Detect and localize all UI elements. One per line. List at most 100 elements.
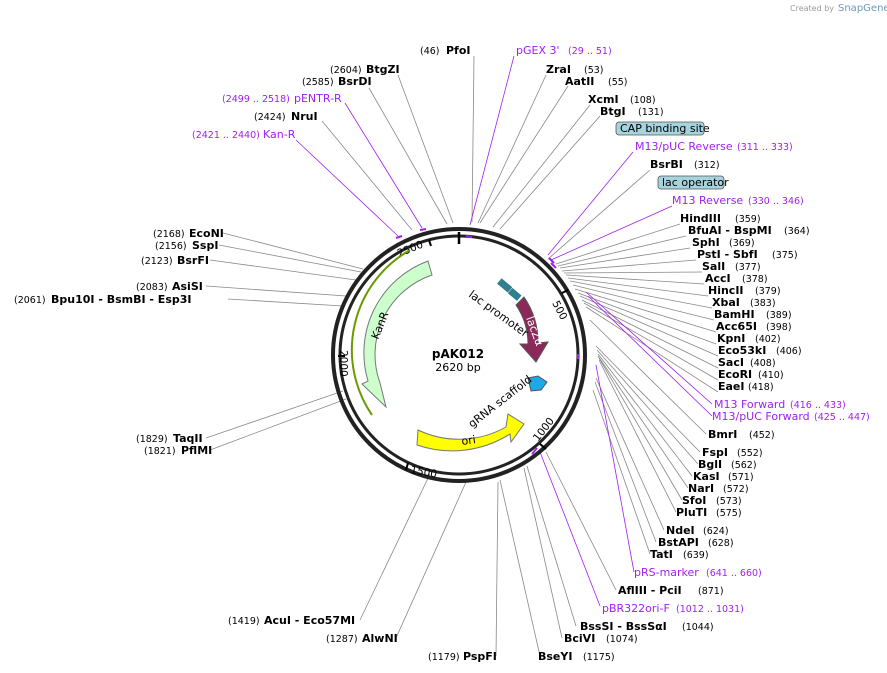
- mcs-1-name: BfuAI - BspMI: [688, 224, 772, 237]
- pbr322-range: (1012 .. 1031): [676, 604, 744, 615]
- btgi-name: BtgI: [600, 105, 626, 118]
- nrui-name: NruI: [291, 110, 318, 123]
- nari-name: NarI: [688, 482, 714, 495]
- nrui-num: (2424): [254, 112, 286, 123]
- alwni-name: AlwNI: [362, 632, 398, 645]
- afliii-name: AflIII - PciI: [618, 584, 682, 597]
- bpu10i-num: (2061): [14, 295, 46, 306]
- mcs-11-num: (406): [776, 346, 802, 357]
- mcs-8-num: (389): [766, 310, 792, 321]
- prs-marker-range: (641 .. 660): [706, 568, 762, 579]
- mcs-3-name: PstI - SbfI: [697, 248, 758, 261]
- zrai-num: (53): [584, 65, 604, 76]
- tick-1500: 1500: [409, 464, 437, 480]
- primer-leaders: [295, 55, 713, 607]
- nari-num: (572): [723, 484, 749, 495]
- alwni-num: (1287): [326, 634, 358, 645]
- mcs-14-name: EaeI: [718, 380, 745, 393]
- acui-name: AcuI - Eco57MI: [264, 614, 355, 627]
- backbone-outer: [331, 227, 587, 483]
- bsssi-name: BssSI - BssSαI: [580, 620, 667, 633]
- mcs-4-name: SalI: [702, 260, 725, 273]
- lac-operator-label: lac operator: [662, 176, 729, 189]
- bseyi-name: BseYI: [538, 650, 572, 663]
- tick-2000: 2000: [337, 350, 349, 377]
- mcs-13-num: (410): [758, 370, 784, 381]
- taqii-num: (1829): [136, 434, 168, 445]
- kanr-primer-range: (2421 .. 2440): [192, 130, 260, 141]
- sfoi-name: SfoI: [682, 494, 706, 507]
- sspi-name: SspI: [192, 239, 218, 252]
- pgex3-name: pGEX 3': [516, 44, 560, 57]
- mcs-12-num: (408): [750, 358, 776, 369]
- taqii-name: TaqII: [173, 432, 203, 445]
- pflmi-name: PflMI: [181, 444, 212, 457]
- m13puc-fwd-range: (425 .. 447): [814, 412, 870, 423]
- m13puc-rev-range: (311 .. 333): [737, 142, 793, 153]
- leader-lines: [205, 55, 719, 657]
- mcs-7-num: (383): [750, 298, 776, 309]
- bcivi-num: (1074): [606, 634, 638, 645]
- econi-num: (2168): [153, 229, 185, 240]
- left-site-list: (2168) EcoNI (2156) SspI (2123) BsrFI (2…: [14, 227, 224, 457]
- lac-operator-box: [657, 175, 725, 190]
- bsrfi-name: BsrFI: [177, 254, 209, 267]
- mcs-8-name: BamHI: [714, 308, 755, 321]
- pspfi-num: (1179): [428, 652, 460, 663]
- aatii-name: AatII: [565, 75, 594, 88]
- mcs-10-name: KpnI: [717, 332, 745, 345]
- ndei-name: NdeI: [666, 524, 695, 537]
- zrai-name: ZraI: [546, 63, 571, 76]
- pfoi-name: PfoI: [446, 44, 471, 57]
- mcs-12-name: SacI: [718, 356, 744, 369]
- btgzi-name: BtgZI: [366, 63, 400, 76]
- mcs-6-name: HincII: [708, 284, 744, 297]
- bmri-name: BmrI: [708, 428, 737, 441]
- bsssi-num: (1044): [682, 622, 714, 633]
- m13puc-fwd-name: M13/pUC Forward: [712, 410, 810, 423]
- brand-created-by: Created by: [790, 4, 834, 13]
- bsrfi-num: (2123): [141, 256, 173, 267]
- pentr-range: (2499 .. 2518): [222, 94, 290, 105]
- right-lower-site-list: BmrI (452) FspI (552) BglI (562) KasI (5…: [650, 428, 775, 561]
- mcs-3-num: (375): [772, 250, 798, 261]
- asisi-name: AsiSI: [172, 280, 203, 293]
- tati-name: TatI: [650, 548, 673, 561]
- bpu10i-name: Bpu10I - BsmBI - Esp3I: [51, 293, 192, 306]
- pspfi-name: PspFI: [463, 650, 497, 663]
- prs-marker-name: pRS-marker: [634, 566, 699, 579]
- btgzi-num: (2604): [330, 65, 362, 76]
- m13puc-rev-name: M13/pUC Reverse: [635, 140, 733, 153]
- cap-binding-site-label: CAP binding site: [620, 122, 710, 135]
- aatii-num: (55): [608, 77, 628, 88]
- kanr-arrow: [361, 260, 433, 409]
- pluti-name: PluTI: [676, 506, 707, 519]
- acui-num: (1419): [228, 616, 260, 627]
- ori-arrow: [416, 413, 525, 452]
- btgi-num: (131): [638, 107, 664, 118]
- mcs-9-name: Acc65I: [716, 320, 757, 333]
- mcs-10-num: (402): [755, 334, 781, 345]
- mcs-site-list: HindIII (359) BfuAI - BspMI (364) SphI (…: [680, 212, 810, 393]
- bgli-name: BglI: [698, 458, 722, 471]
- pluti-num: (575): [716, 508, 742, 519]
- mcs-2-name: SphI: [692, 236, 720, 249]
- afliii-num: (871): [698, 586, 724, 597]
- primer-marks: [395, 228, 579, 455]
- mcs-13-name: EcoRI: [718, 368, 752, 381]
- mcs-4-num: (377): [735, 262, 761, 273]
- xcmi-name: XcmI: [588, 93, 619, 106]
- mcs-6-num: (379): [755, 286, 781, 297]
- bcivi-name: BciVI: [564, 632, 595, 645]
- pentr-name: pENTR-R: [294, 92, 342, 105]
- pgex3-range: (29 .. 51): [568, 46, 612, 57]
- ruler-ticks: [338, 239, 569, 471]
- mcs-14-num: (418): [748, 382, 774, 393]
- label-grna: gRNA scaffold: [466, 373, 534, 430]
- tati-num: (639): [683, 550, 709, 561]
- mcs-5-num: (378): [742, 274, 768, 285]
- kasi-name: KasI: [693, 470, 720, 483]
- plasmid-length: 2620 bp: [435, 361, 480, 374]
- sfoi-num: (573): [716, 496, 742, 507]
- label-ori: ori: [461, 433, 477, 448]
